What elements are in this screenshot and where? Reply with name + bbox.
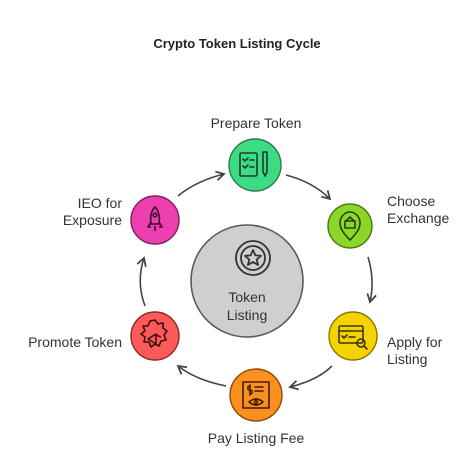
diagram-title: Crypto Token Listing Cycle xyxy=(153,36,321,51)
arrow-ieo-to-prepare xyxy=(177,170,226,197)
location-pin-icon xyxy=(339,211,361,241)
center-label: Token Listing xyxy=(197,288,297,324)
center-label-line1: Token xyxy=(228,289,266,305)
step-label-prepare-token: Prepare Token xyxy=(210,115,302,131)
arrow-pay-to-promote xyxy=(176,364,227,387)
rocket-icon xyxy=(147,206,163,231)
checklist-pen-icon xyxy=(239,151,268,177)
step-label-apply-for-listing: Apply for Listing xyxy=(387,334,443,367)
center-node xyxy=(190,224,304,338)
step-node-apply-for-listing xyxy=(328,311,378,361)
step-label-pay-listing-fee: Pay Listing Fee xyxy=(207,430,305,446)
center-label-line2: Listing xyxy=(226,307,268,323)
megaphone-icon xyxy=(140,319,168,348)
step-label-ieo-for-exposure: IEO for Exposure xyxy=(62,195,122,228)
receipt-eye-icon xyxy=(242,381,270,409)
step-label-choose-exchange: Choose Exchange xyxy=(387,193,450,226)
form-search-icon xyxy=(338,325,368,350)
step-node-promote-token xyxy=(130,311,180,361)
arrow-promote-to-ieo xyxy=(136,256,147,307)
star-badge-icon xyxy=(235,240,271,276)
step-node-ieo-for-exposure xyxy=(130,195,180,245)
step-label-promote-token: Promote Token xyxy=(28,334,122,350)
step-node-choose-exchange xyxy=(327,203,373,249)
arrow-prepare-to-choose xyxy=(285,174,332,201)
step-node-pay-listing-fee xyxy=(229,368,283,422)
arrow-apply-to-pay xyxy=(288,365,333,391)
arrow-choose-to-apply xyxy=(366,256,377,304)
step-node-prepare-token xyxy=(228,138,282,192)
